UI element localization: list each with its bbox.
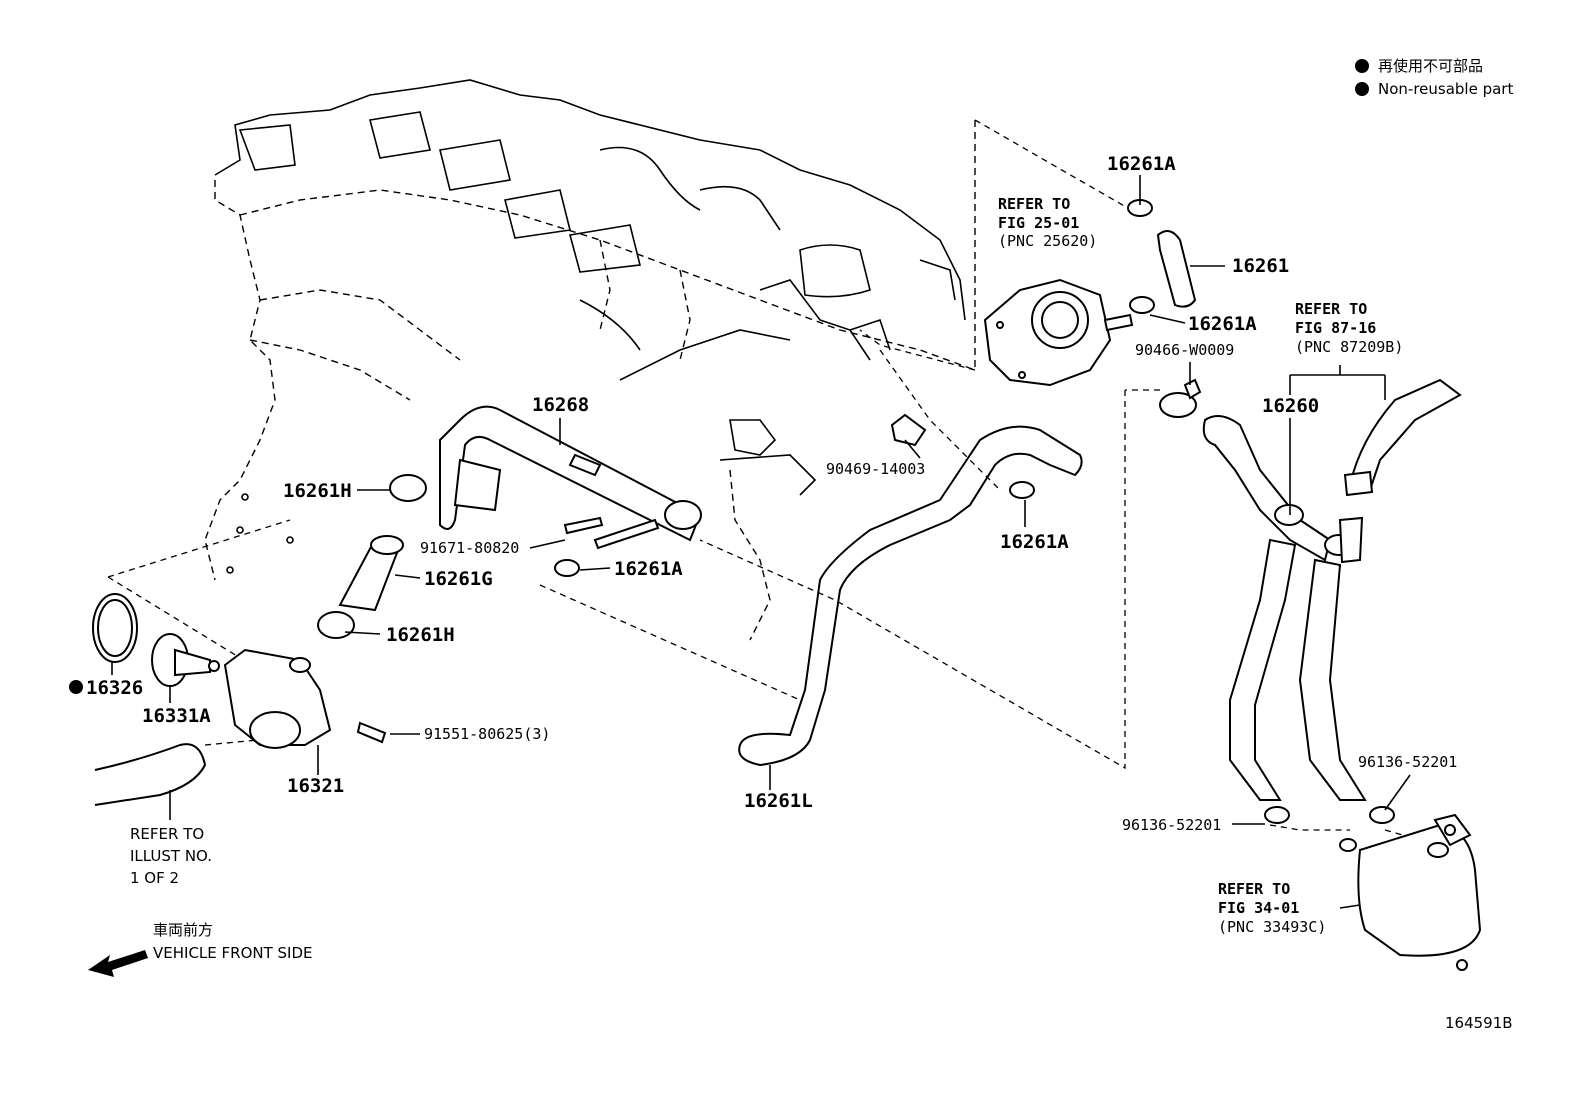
part-90469: 90469-14003: [826, 460, 925, 478]
part-16261A-top: 16261A: [1107, 153, 1176, 175]
ref-fig25-line2: FIG 25-01: [998, 214, 1079, 232]
clamp-16261A-right: [1009, 481, 1036, 499]
part-16321: 16321: [287, 775, 344, 797]
ref-illust-line2: ILLUST NO.: [130, 847, 212, 865]
clamp-90469: [890, 413, 927, 447]
part-16326: 16326: [86, 677, 143, 699]
legend-dot-icon: [1355, 82, 1369, 96]
front-arrow-icon: [88, 950, 148, 977]
part-16268: 16268: [532, 394, 589, 416]
hose-16261: [1127, 199, 1197, 314]
nonreusable-dot-icon: [69, 680, 83, 694]
part-96136-left: 96136-52201: [1122, 816, 1221, 834]
figure-id: 164591B: [1445, 1014, 1513, 1032]
part-91671: 91671-80820: [420, 539, 519, 557]
part-16261A-right: 16261A: [1000, 531, 1069, 553]
direction-en: VEHICLE FRONT SIDE: [153, 944, 313, 962]
part-91551: 91551-80625(3): [424, 725, 550, 743]
oil-cooler: [1264, 806, 1482, 971]
part-16261H-top: 16261H: [283, 480, 352, 502]
ref-fig25-line3: (PNC 25620): [998, 232, 1097, 250]
direction-jp: 車両前方: [153, 921, 213, 939]
part-16261G: 16261G: [424, 568, 493, 590]
part-16261H-low: 16261H: [386, 624, 455, 646]
hose-16261G: [317, 474, 428, 639]
hose-16260: [1202, 378, 1462, 801]
housing-16321: [223, 648, 332, 749]
part-90466: 90466-W0009: [1135, 341, 1234, 359]
legend-dot-icon: [1355, 59, 1369, 73]
dashed-leaders: [107, 119, 1421, 841]
part-16261L: 16261L: [744, 790, 813, 812]
part-16261: 16261: [1232, 255, 1289, 277]
ref-illust-line3: 1 OF 2: [130, 869, 179, 887]
leader-lines: [111, 175, 1411, 909]
legend-en: Non-reusable part: [1378, 80, 1513, 98]
ref-fig25-line1: REFER TO: [998, 195, 1070, 213]
ref-fig87-line1: REFER TO: [1295, 300, 1367, 318]
part-16331A: 16331A: [142, 705, 211, 727]
bolt-91551: [356, 721, 387, 744]
throttle-body: [983, 278, 1134, 387]
clamp-16261A-low: [554, 559, 581, 577]
clamp-90466: [1159, 378, 1202, 418]
part-16261A-low: 16261A: [614, 558, 683, 580]
bolt-91671: [563, 516, 660, 550]
ref-fig34-line2: FIG 34-01: [1218, 899, 1299, 917]
pipe-16268: [439, 405, 703, 542]
thermostat-16331A: [151, 633, 220, 687]
lower-hose: [94, 743, 207, 806]
ref-fig87-line2: FIG 87-16: [1295, 319, 1376, 337]
ref-fig34-line3: (PNC 33493C): [1218, 918, 1326, 936]
gasket-16326: [92, 593, 138, 663]
ref-illust-line1: REFER TO: [130, 825, 204, 843]
hose-16261L: [738, 425, 1083, 767]
legend-jp: 再使用不可部品: [1378, 57, 1483, 75]
part-96136-right: 96136-52201: [1358, 753, 1457, 771]
ref-fig34-line1: REFER TO: [1218, 880, 1290, 898]
ref-fig87-line3: (PNC 87209B): [1295, 338, 1403, 356]
engine-outline: [204, 79, 976, 641]
part-16260: 16260: [1262, 395, 1319, 417]
part-16261A-mid: 16261A: [1188, 313, 1257, 335]
